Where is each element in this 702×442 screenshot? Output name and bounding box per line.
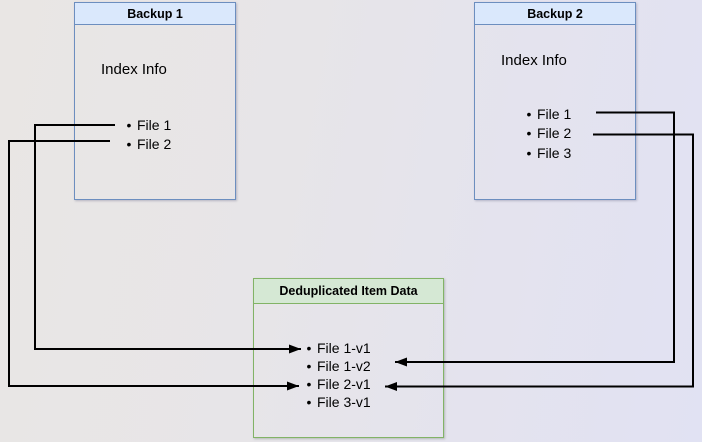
dedup-box: Deduplicated Item Data • File 1-v1 • Fil…: [253, 278, 444, 438]
bullet-icon: •: [306, 394, 312, 410]
backup1-file-item: • File 1: [121, 115, 172, 134]
dedup-item: • File 3-v1: [301, 393, 371, 411]
backup2-index-info-label: Index Info: [501, 52, 567, 69]
bullet-icon: •: [526, 125, 532, 142]
bullet-icon: •: [306, 358, 312, 374]
backup1-file-label: File 2: [137, 135, 172, 152]
backup2-file-item: • File 3: [521, 143, 572, 163]
dedup-item-label: File 1-v2: [317, 358, 371, 374]
dedup-item-label: File 2-v1: [317, 376, 371, 392]
backup1-file-list: • File 1 • File 2: [121, 115, 172, 153]
backup1-index-info-label: Index Info: [101, 61, 167, 78]
backup2-file-label: File 2: [537, 125, 572, 142]
backup1-box: Backup 1 Index Info • File 1 • File 2: [74, 2, 236, 200]
bullet-icon: •: [526, 144, 532, 161]
backup2-file-item: • File 1: [521, 104, 572, 124]
dedup-item: • File 2-v1: [301, 375, 371, 393]
bullet-icon: •: [306, 376, 312, 392]
dedup-item: • File 1-v1: [301, 339, 371, 357]
backup2-file-list: • File 1 • File 2 • File 3: [521, 104, 572, 163]
dedup-item-label: File 1-v1: [317, 340, 371, 356]
bullet-icon: •: [306, 340, 312, 356]
backup1-title: Backup 1: [75, 3, 235, 25]
bullet-icon: •: [126, 116, 132, 133]
dedup-item-list: • File 1-v1 • File 1-v2 • File 2-v1 • Fi…: [301, 339, 371, 411]
bullet-icon: •: [126, 135, 132, 152]
backup2-file-item: • File 2: [521, 124, 572, 144]
backup2-file-label: File 1: [537, 105, 572, 122]
backup1-file-item: • File 2: [121, 134, 172, 153]
backup2-file-label: File 3: [537, 144, 572, 161]
dedup-item: • File 1-v2: [301, 357, 371, 375]
dedup-item-label: File 3-v1: [317, 394, 371, 410]
backup2-title: Backup 2: [475, 3, 635, 25]
backup2-box: Backup 2 Index Info • File 1 • File 2 • …: [474, 2, 636, 200]
bullet-icon: •: [526, 105, 532, 122]
backup1-file-label: File 1: [137, 116, 172, 133]
dedup-title: Deduplicated Item Data: [254, 279, 443, 304]
